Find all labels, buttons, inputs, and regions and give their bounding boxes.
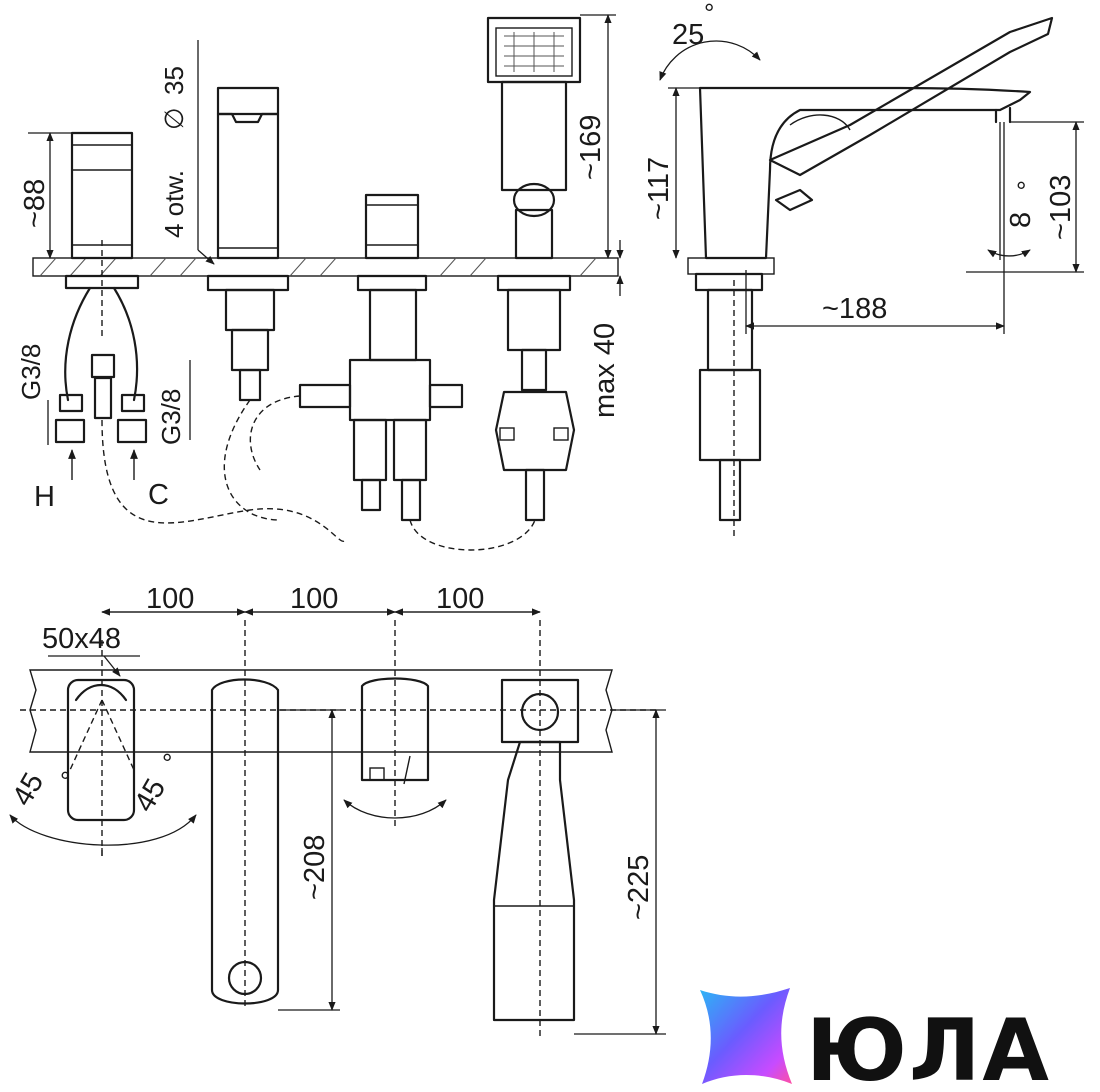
- spout-body: [206, 86, 290, 402]
- deck-slab: [32, 257, 619, 277]
- dim-height-spout-body: ~117: [643, 87, 700, 259]
- hand-shower: [486, 16, 582, 522]
- label-angle-top: 25: [672, 19, 704, 51]
- dim-max-thickness: max 40: [589, 240, 624, 418]
- label-max-thickness: max 40: [589, 323, 621, 418]
- label-reach: ~188: [822, 293, 887, 325]
- label-spacing-2: 100: [290, 583, 338, 615]
- label-height-spout-outlet: ~103: [1045, 175, 1077, 240]
- plan-mixer-handle: [66, 640, 136, 860]
- label-hole-dia-symbol: ∅: [159, 107, 189, 130]
- dim-height-spout-outlet: ~103: [966, 121, 1084, 273]
- side-deck: [687, 257, 775, 275]
- mixer-handle: [54, 131, 148, 480]
- dim-rotation: 45 ° 45 °: [6, 748, 197, 856]
- label-spacing-3: 100: [436, 583, 484, 615]
- brand-logo: ЮЛА: [700, 988, 1051, 1092]
- side-lever: [768, 16, 1054, 177]
- label-height-spout-body: ~117: [643, 157, 675, 220]
- label-height-shower: ~169: [575, 115, 607, 180]
- label-hole-dia: 35: [159, 66, 189, 95]
- dim-height-shower: ~169: [575, 14, 616, 259]
- pipe-connections: [101, 395, 536, 551]
- label-thread-left: G3/8: [16, 344, 46, 400]
- front-elevation: ~88 4 otw. ∅ 35 G3/8 G3/8 H C ~169 max 4…: [16, 14, 624, 551]
- dim-reach: ~188: [745, 122, 1005, 334]
- label-depth-shower: ~225: [623, 855, 655, 920]
- dim-height-left: ~88: [19, 132, 72, 259]
- label-height-left: ~88: [19, 179, 51, 228]
- label-angle-outlet-degree: °: [1016, 176, 1026, 206]
- label-hot: H: [34, 481, 55, 513]
- plan-shower: [492, 620, 580, 1040]
- dim-base-size: 50x48: [42, 623, 140, 677]
- label-holes: 4 otw.: [159, 170, 189, 238]
- label-spacing-1: 100: [146, 583, 194, 615]
- dim-spacings: 100 100 100: [101, 583, 541, 616]
- brand-name: ЮЛА: [806, 1001, 1051, 1092]
- label-angle-top-degree: °: [704, 0, 714, 28]
- dim-holes: 4 otw. ∅ 35: [159, 40, 215, 265]
- plan-spout: [210, 620, 280, 1010]
- plan-view: 100 100 100 50x48 45 ° 45 ° ~208: [6, 583, 666, 1040]
- diverter: [298, 193, 464, 522]
- label-rotation-left-degree: °: [60, 766, 70, 796]
- plan-diverter: [343, 620, 447, 830]
- dim-angle-top: 25 °: [659, 0, 761, 81]
- side-elevation: 25 ° ~117 ~103 8 ° ~188: [643, 0, 1084, 540]
- label-depth-spout: ~208: [299, 835, 331, 900]
- brand-star-icon: [700, 988, 792, 1084]
- plan-deck: [29, 669, 613, 753]
- dim-angle-outlet: 8 °: [987, 122, 1037, 260]
- side-spout: [698, 86, 1032, 260]
- dim-depth-spout: ~208: [278, 709, 340, 1011]
- label-thread-right: G3/8: [156, 389, 186, 445]
- dim-depth-shower: ~225: [574, 709, 666, 1035]
- label-angle-outlet: 8: [1005, 212, 1037, 228]
- label-rotation-left: 45: [6, 768, 50, 812]
- label-cold: C: [148, 479, 169, 511]
- label-base-size: 50x48: [42, 623, 121, 655]
- label-rotation-right-degree: °: [162, 748, 172, 778]
